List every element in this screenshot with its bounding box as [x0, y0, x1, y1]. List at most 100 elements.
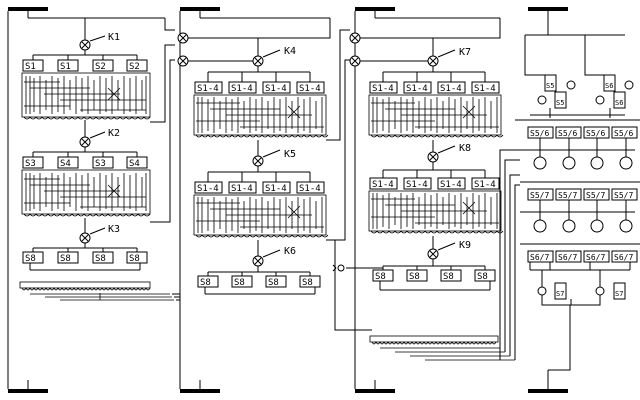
- arrow-dot-icon: [337, 264, 345, 272]
- k-label-k1: K1: [108, 32, 120, 43]
- section3-bottom-switches: S8 S8 S8 S8: [372, 266, 496, 291]
- switch-label: S1-4: [440, 84, 462, 94]
- switch-label: S5/6: [614, 129, 633, 138]
- switch-label: S8: [409, 272, 420, 282]
- switch-label: S8: [443, 272, 454, 282]
- switch-label: S8: [129, 254, 140, 264]
- switch-label: S6: [605, 82, 613, 90]
- k-label-k8: K8: [459, 143, 471, 154]
- switch-label: S1-4: [474, 84, 496, 94]
- switch-label: S4: [60, 159, 71, 169]
- k-label-k7: K7: [459, 47, 471, 58]
- section3-top-switches: S1-4 S1-4 S1-4 S1-4: [369, 81, 500, 94]
- switch-label: S1-4: [265, 184, 287, 194]
- switch-label: S5: [556, 99, 564, 107]
- switch-label: S6/7: [530, 253, 549, 262]
- circle-face-icon: [619, 219, 633, 233]
- circle-x-icon: [624, 80, 634, 90]
- k-label-k3: K3: [108, 224, 120, 235]
- section-3: K7 S1-4 S1-4 S1-4 S1-4 K8: [172, 18, 520, 361]
- connector-strip: [19, 281, 174, 301]
- circle-face-icon: [533, 219, 547, 233]
- k-label-k2: K2: [108, 128, 120, 139]
- circle-x-icon: [595, 95, 605, 105]
- circle-face-icon: [562, 219, 576, 233]
- k-label-k5: K5: [284, 149, 296, 160]
- switch-label: S5/7: [614, 191, 633, 200]
- bus-bar-top-2: [180, 7, 220, 11]
- switch-label: S1-4: [231, 84, 253, 94]
- bus-bar-bottom-4: [528, 389, 568, 393]
- switch-label: S5/6: [530, 129, 549, 138]
- switch-label: S8: [200, 278, 211, 288]
- switch-label: S1-4: [265, 84, 287, 94]
- circle-face-icon: [619, 156, 633, 170]
- circle-face-icon: [590, 219, 604, 233]
- switch-label: S5/6: [558, 129, 577, 138]
- switch-label: S6/7: [558, 253, 577, 262]
- bus-bar-bottom-2: [180, 389, 220, 393]
- switch-label: S6/7: [614, 253, 633, 262]
- switch-label: S1: [60, 62, 71, 72]
- circle-x-icon: [537, 95, 547, 105]
- switch-label: S8: [25, 254, 36, 264]
- switch-label: S1-4: [406, 84, 428, 94]
- circle-x-icon: [595, 286, 605, 296]
- switch-label: S7: [556, 290, 564, 298]
- switch-label: S3: [95, 159, 106, 169]
- switch-label: S5/7: [530, 191, 549, 200]
- switch-label: S2: [95, 62, 106, 72]
- switch-label: S1-4: [440, 180, 462, 190]
- switch-matrix-block: [193, 94, 329, 138]
- k-label-k4: K4: [284, 46, 296, 57]
- switch-label: S8: [477, 272, 488, 282]
- switch-label: S2: [129, 62, 140, 72]
- switch-label: S8: [234, 278, 245, 288]
- bus-bar-bottom-1: [8, 389, 48, 393]
- switch-matrix-block: [368, 94, 504, 138]
- switch-label: S1: [25, 62, 36, 72]
- bus-bar-bottom-3: [355, 389, 395, 393]
- section1-bottom-switches: S8 S8 S8 S8: [22, 248, 148, 271]
- switch-label: S8: [268, 278, 279, 288]
- switch-label: S5/7: [558, 191, 577, 200]
- switch-label: S1-4: [372, 180, 394, 190]
- section4-row2-switches: S5/7 S5/7 S5/7 S5/7: [520, 181, 640, 233]
- section1-top-switches: S1 S1 S2 S2: [22, 59, 148, 72]
- circle-face-icon: [590, 156, 604, 170]
- circle-x-icon: [537, 286, 547, 296]
- section-1: K1 S1 S1 S2 S2 K2: [19, 18, 175, 301]
- switch-label: S1-4: [406, 180, 428, 190]
- section2-bottom-switches: S8 S8 S8 S8: [197, 272, 321, 295]
- switch-label: S5/7: [586, 191, 605, 200]
- section4-row1-switches: S5/6 S5/6 S5/6 S5/6: [515, 119, 640, 170]
- section-2: K4 S1-4 S1-4 S1-4 S1-4 K5: [177, 18, 372, 331]
- switch-label: S6: [615, 99, 623, 107]
- switch-label: S1-4: [299, 184, 321, 194]
- section4-row3-switches: S6/7 S6/7 S6/7 S6/7: [520, 243, 640, 271]
- switch-matrix-block: [368, 190, 504, 234]
- switch-matrix-block: [21, 169, 151, 217]
- switch-label: S5/6: [586, 129, 605, 138]
- switch-label: S3: [25, 159, 36, 169]
- bus-bar-top-1: [8, 7, 48, 11]
- switch-label: S1-4: [231, 184, 253, 194]
- switch-label: S8: [375, 272, 386, 282]
- bus-bar-top-4: [528, 7, 568, 11]
- switch-label: S4: [129, 159, 140, 169]
- switch-label: S1-4: [372, 84, 394, 94]
- circle-face-icon: [533, 156, 547, 170]
- switch-label: S8: [95, 254, 106, 264]
- connector-strip: [369, 335, 515, 361]
- switch-label: S8: [60, 254, 71, 264]
- circle-x-icon: [566, 80, 576, 90]
- switch-label: S1-4: [197, 184, 219, 194]
- bus-bars: [8, 7, 568, 393]
- switch-label: S5: [546, 82, 554, 90]
- k-label-k6: K6: [284, 246, 296, 257]
- section2-top-switches: S1-4 S1-4 S1-4 S1-4: [194, 81, 325, 94]
- section1-mid-switches: S3 S4 S3 S4: [22, 156, 148, 169]
- section4-top-switches: S5 S5 S6 S6: [524, 45, 634, 118]
- section-4: S5 S5 S6 S6 S5/6 S5/6 S5/6 S5/6: [500, 20, 640, 371]
